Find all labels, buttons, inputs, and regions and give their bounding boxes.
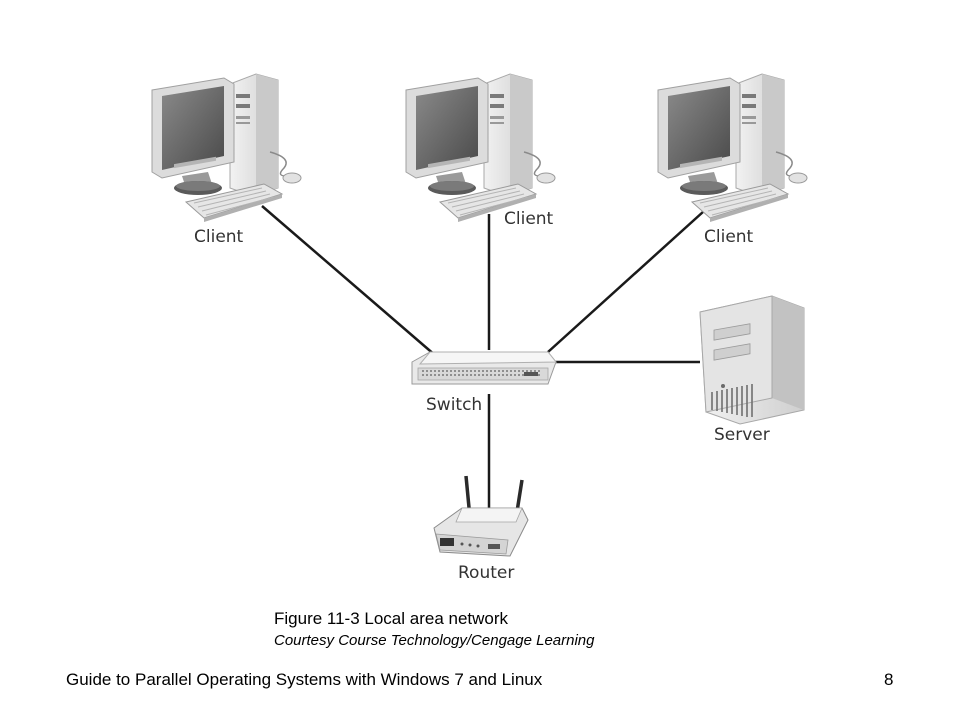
- server-tower-icon: [699, 295, 805, 425]
- edge-client-left-switch: [261, 205, 437, 357]
- server-node: Server: [699, 295, 805, 445]
- caption-title: Figure 11-3 Local area network: [274, 609, 509, 628]
- router-node: Router: [433, 475, 529, 583]
- switch-label: Switch: [426, 395, 482, 415]
- client-left-node: Client: [151, 73, 302, 247]
- wireless-router-icon: [433, 475, 529, 557]
- desktop-computer-icon: [657, 73, 808, 223]
- edge-client-right-switch: [547, 201, 715, 353]
- network-switch-icon: [411, 351, 558, 385]
- caption-credit: Courtesy Course Technology/Cengage Learn…: [274, 632, 595, 649]
- client-right-node: Client: [657, 73, 808, 247]
- server-label: Server: [714, 425, 770, 445]
- switch-node: Switch: [411, 351, 558, 415]
- desktop-computer-icon: [151, 73, 302, 223]
- slide-footer-title: Guide to Parallel Operating Systems with…: [66, 670, 543, 689]
- figure-caption: Figure 11-3 Local area network Courtesy …: [274, 608, 595, 651]
- desktop-computer-icon: [405, 73, 556, 223]
- client-center-node: Client: [405, 73, 556, 229]
- router-label: Router: [458, 563, 514, 583]
- slide-page-number: 8: [884, 670, 894, 689]
- client-left-label: Client: [194, 227, 244, 247]
- client-right-label: Client: [704, 227, 754, 247]
- client-center-label: Client: [504, 209, 554, 229]
